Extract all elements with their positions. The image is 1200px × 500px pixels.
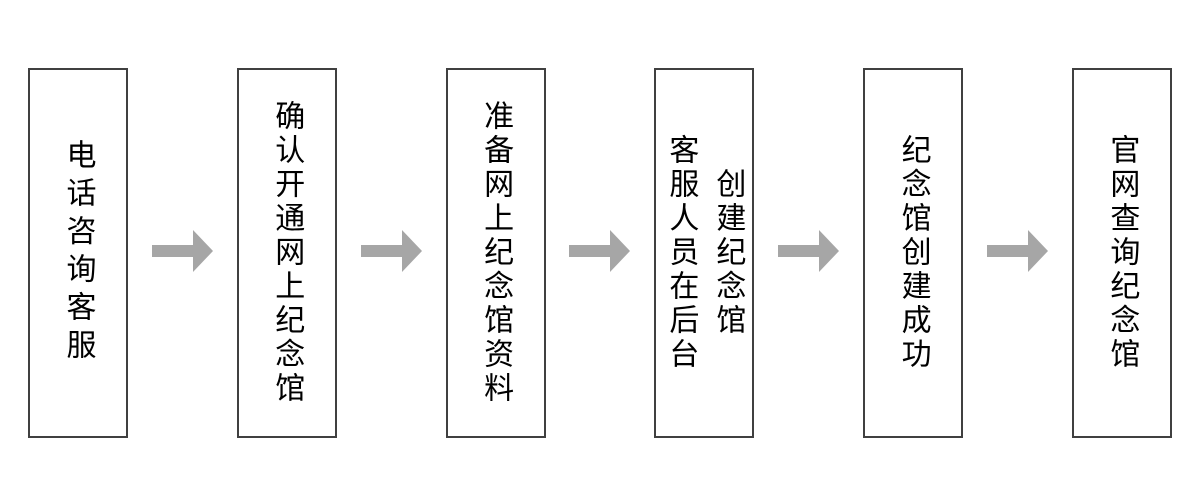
right-arrow-icon <box>569 230 631 272</box>
right-arrow-shape <box>987 230 1049 272</box>
right-arrow-icon <box>151 230 213 272</box>
step-box-3: 准备网上纪念馆资料 <box>445 68 546 438</box>
right-arrow-icon <box>987 230 1049 272</box>
right-arrow-shape <box>569 230 631 272</box>
flow-row: 电话咨询客服 确认开通网上纪念馆 准备网上纪念馆资料 客服人员在后台 创建纪念馆… <box>28 68 1172 438</box>
right-arrow-icon <box>778 230 840 272</box>
step-box-5: 纪念馆创建成功 <box>863 68 964 438</box>
right-arrow-shape <box>778 230 840 272</box>
right-arrow-shape <box>151 230 213 272</box>
step-label-3: 准备网上纪念馆资料 <box>479 100 513 406</box>
right-arrow-icon <box>360 230 422 272</box>
step-box-1: 电话咨询客服 <box>28 68 128 438</box>
step-label-1: 电话咨询客服 <box>61 139 95 367</box>
step-box-2: 确认开通网上纪念馆 <box>236 68 337 438</box>
step-label-5: 纪念馆创建成功 <box>896 134 930 372</box>
step-box-6: 官网查询纪念馆 <box>1071 68 1172 438</box>
right-arrow-shape <box>360 230 422 272</box>
step-label-2: 确认开通网上纪念馆 <box>270 100 304 406</box>
step-label-6: 官网查询纪念馆 <box>1105 134 1139 372</box>
step-label-4: 客服人员在后台 创建纪念馆 <box>664 134 745 372</box>
step-box-4: 客服人员在后台 创建纪念馆 <box>654 68 755 438</box>
